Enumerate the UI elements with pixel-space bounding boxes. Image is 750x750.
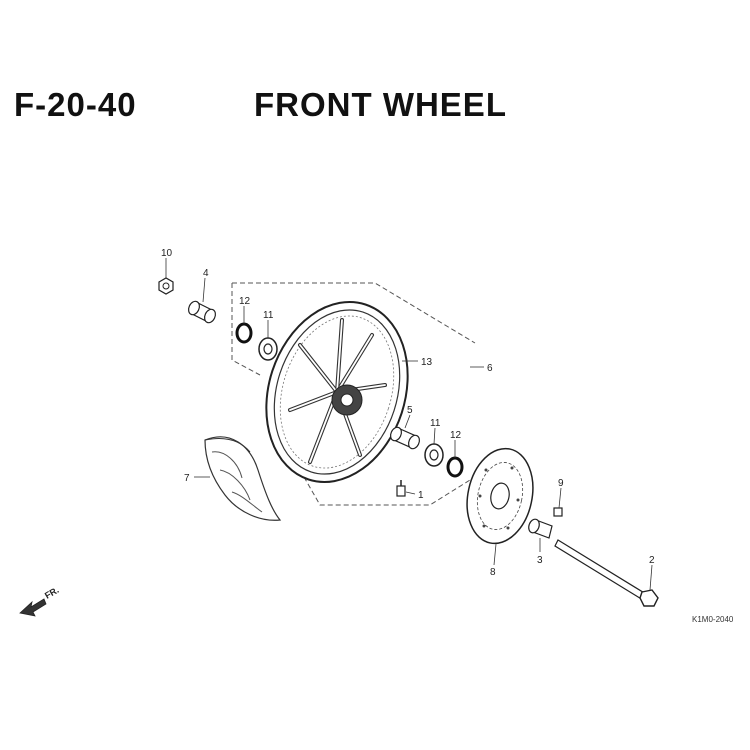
collar-left (187, 300, 217, 324)
bearing-right (424, 443, 444, 467)
assembly-boundary (231, 282, 476, 506)
wheel-rim (265, 301, 409, 483)
diagram-title: FRONT WHEEL (254, 86, 507, 123)
axle-nut (158, 277, 174, 295)
callout-11-left: 11 (263, 310, 274, 321)
callout-13: 13 (421, 357, 433, 368)
callout-3: 3 (537, 555, 543, 566)
callout-12-left: 12 (239, 296, 251, 307)
callout-9: 9 (558, 478, 564, 489)
bearing-left (258, 337, 278, 361)
callout-2: 2 (649, 555, 655, 566)
callout-11-right: 11 (430, 418, 441, 429)
callout-7: 7 (184, 473, 190, 484)
collar-right (528, 518, 553, 539)
diagram-code: F-20-40 (14, 86, 137, 123)
callout-4: 4 (203, 268, 209, 279)
callout-6: 6 (487, 363, 493, 374)
front-axle (554, 539, 659, 607)
callout-10: 10 (161, 248, 173, 259)
distance-collar (389, 426, 421, 450)
callout-1: 1 (418, 490, 424, 501)
small-bolt (553, 507, 563, 517)
disk-bolt (396, 480, 406, 497)
arrow-left-icon (19, 598, 47, 617)
callout-numbers: 10 4 12 11 13 6 5 11 12 7 1 9 3 8 2 (161, 248, 655, 578)
callout-5: 5 (407, 405, 413, 416)
brake-disk (466, 447, 534, 545)
dust-seal-right (446, 456, 464, 478)
front-direction-indicator: FR. (19, 585, 61, 617)
callout-12-right: 12 (450, 430, 462, 441)
callout-8: 8 (490, 567, 496, 578)
dust-seal-left (235, 322, 253, 344)
front-label: FR. (43, 585, 61, 601)
reference-code: K1M0-2040 (692, 615, 734, 624)
leader-lines (165, 258, 653, 591)
tire (204, 436, 282, 521)
